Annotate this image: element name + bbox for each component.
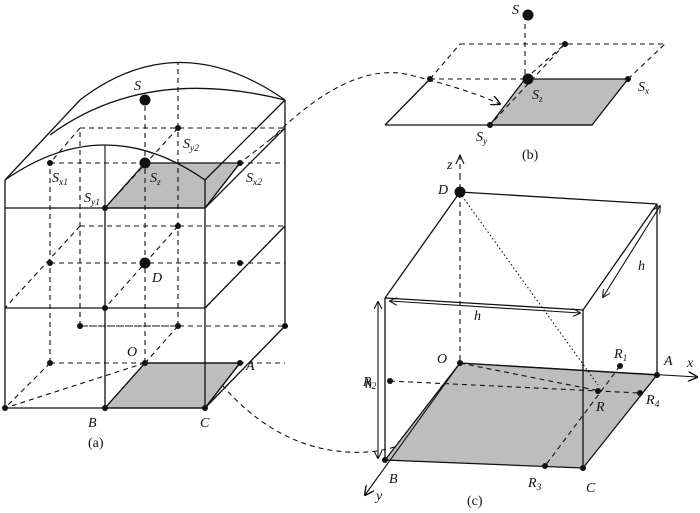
c-label-c: C xyxy=(586,481,596,496)
c-label-b: B xyxy=(389,472,398,487)
c-label-r2: R2 xyxy=(362,375,377,392)
c-label-r4: R4 xyxy=(645,393,660,410)
a-label-sy1: Sy1 xyxy=(84,191,100,208)
c-label-z: z xyxy=(446,158,453,173)
b-label-s: S xyxy=(512,3,519,18)
a-label-o: O xyxy=(127,345,137,360)
a-label-s: S xyxy=(134,79,141,94)
c-label-r: R xyxy=(595,400,605,415)
b-label-sx: Sx xyxy=(638,80,650,97)
caption-a: (a) xyxy=(88,436,104,451)
c-label-r3: R3 xyxy=(527,476,542,493)
a-label-sx1: Sx1 xyxy=(52,171,68,188)
figure-b: S Sz Sx Sy (b) xyxy=(384,3,666,163)
c-label-y: y xyxy=(374,489,383,504)
c-label-h-top: h xyxy=(474,309,481,324)
a-label-a: A xyxy=(245,359,255,374)
figure-c: z D h h h O R1 A x R2 R R4 B R3 C y (c) xyxy=(362,153,697,509)
arrow-a-to-b xyxy=(269,72,500,141)
c-label-a: A xyxy=(663,354,673,369)
b-label-sz: Sz xyxy=(532,88,543,105)
b-label-sy: Sy xyxy=(476,130,488,147)
a-label-c: C xyxy=(200,416,210,431)
a-label-sx2: Sx2 xyxy=(246,171,262,188)
caption-b: (b) xyxy=(522,148,539,163)
c-label-h-right: h xyxy=(638,259,645,274)
c-label-r1: R1 xyxy=(613,347,627,364)
a-label-sz: Sz xyxy=(150,171,161,188)
c-label-x: x xyxy=(686,356,694,371)
figure-a: S Sy2 Sx1 Sz Sx2 Sy1 D O A B C (a) xyxy=(2,61,288,451)
caption-c: (c) xyxy=(467,494,483,509)
a-label-d: D xyxy=(151,271,162,286)
c-label-h-left: h xyxy=(365,377,372,392)
c-label-d: D xyxy=(437,183,448,198)
c-shaded-floor xyxy=(383,362,659,469)
a-top-shaded-cell xyxy=(103,162,242,209)
b-shaded-cell xyxy=(488,78,630,126)
a-points xyxy=(2,94,288,411)
a-hidden-lines xyxy=(4,63,286,409)
a-label-b: B xyxy=(88,416,97,431)
a-label-sy2: Sy2 xyxy=(183,137,199,154)
c-label-o: O xyxy=(437,352,447,367)
